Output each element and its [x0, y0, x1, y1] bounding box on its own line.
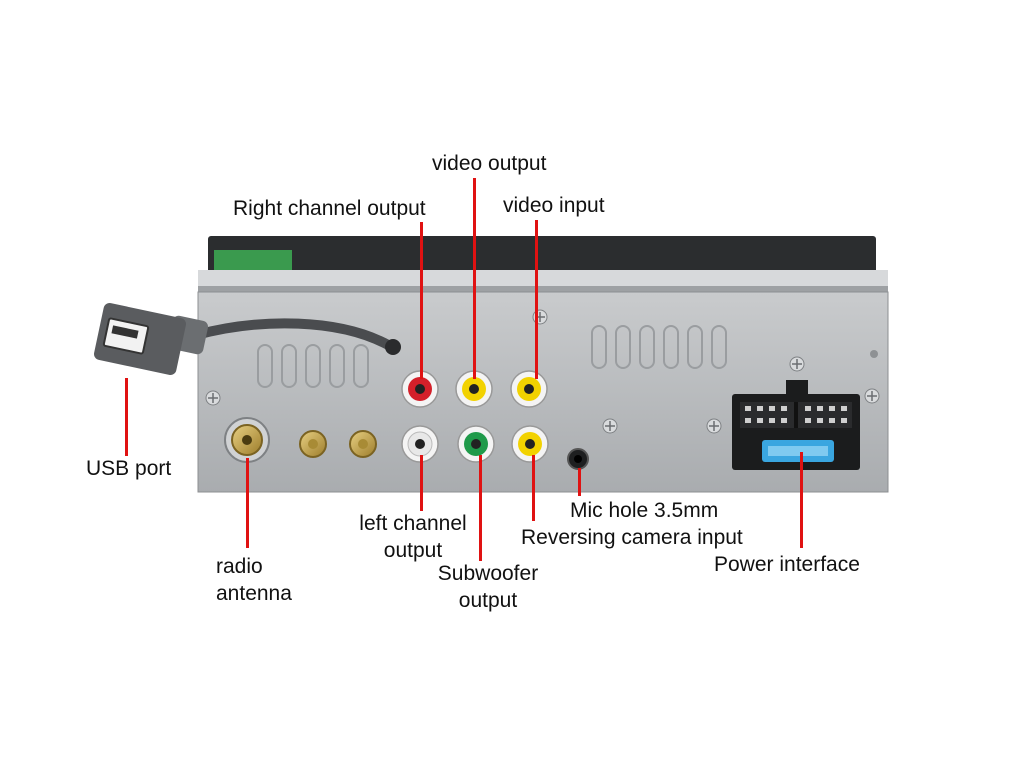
label-left-channel-output: left channel output — [348, 510, 478, 564]
label-video-output: video output — [432, 152, 547, 175]
label-subwoofer-output-line1: Subwoofer — [437, 562, 539, 585]
label-video-input: video input — [503, 194, 605, 217]
label-mic-hole: Mic hole 3.5mm — [570, 499, 719, 522]
rca-reversing-camera — [511, 425, 549, 463]
antenna-socket — [224, 417, 270, 463]
label-radio-antenna: radio antenna — [216, 553, 292, 607]
usb-cable — [191, 318, 401, 355]
rca-video-input — [510, 370, 548, 408]
pointer-reversing-camera — [532, 455, 535, 521]
pointer-radio-antenna — [246, 458, 249, 548]
label-left-channel-output-line2: output — [383, 539, 443, 562]
label-reversing-camera-input: Reversing camera input — [521, 526, 743, 549]
label-power-interface: Power interface — [714, 553, 860, 576]
power-connector — [732, 380, 860, 470]
gold-connectors — [299, 430, 377, 458]
mic-hole — [567, 448, 589, 470]
chassis-top — [198, 236, 888, 294]
label-radio-antenna-line2: antenna — [216, 582, 292, 605]
label-usb-port: USB port — [86, 457, 172, 480]
pointer-power-interface — [800, 452, 803, 548]
pointer-left-channel — [420, 455, 423, 511]
label-radio-antenna-line1: radio — [216, 555, 263, 578]
usb-plug — [94, 303, 209, 375]
pointer-subwoofer — [479, 455, 482, 561]
pointer-video-input — [535, 220, 538, 379]
pointer-video-output — [473, 178, 476, 379]
screws — [205, 309, 880, 434]
label-right-channel-output: Right channel output — [233, 197, 426, 220]
embossed-pattern-right — [591, 325, 727, 369]
pointer-usb-port — [125, 378, 128, 456]
label-subwoofer-output-line2: output — [458, 589, 518, 612]
rca-subwoofer — [457, 425, 495, 463]
rca-right-channel — [401, 370, 439, 408]
label-left-channel-output-line1: left channel — [359, 512, 467, 535]
rca-video-output — [455, 370, 493, 408]
pointer-right-channel — [420, 222, 423, 379]
pointer-mic-hole — [578, 468, 581, 496]
embossed-pattern-left — [257, 344, 369, 388]
label-subwoofer-output: Subwoofer output — [424, 560, 552, 614]
